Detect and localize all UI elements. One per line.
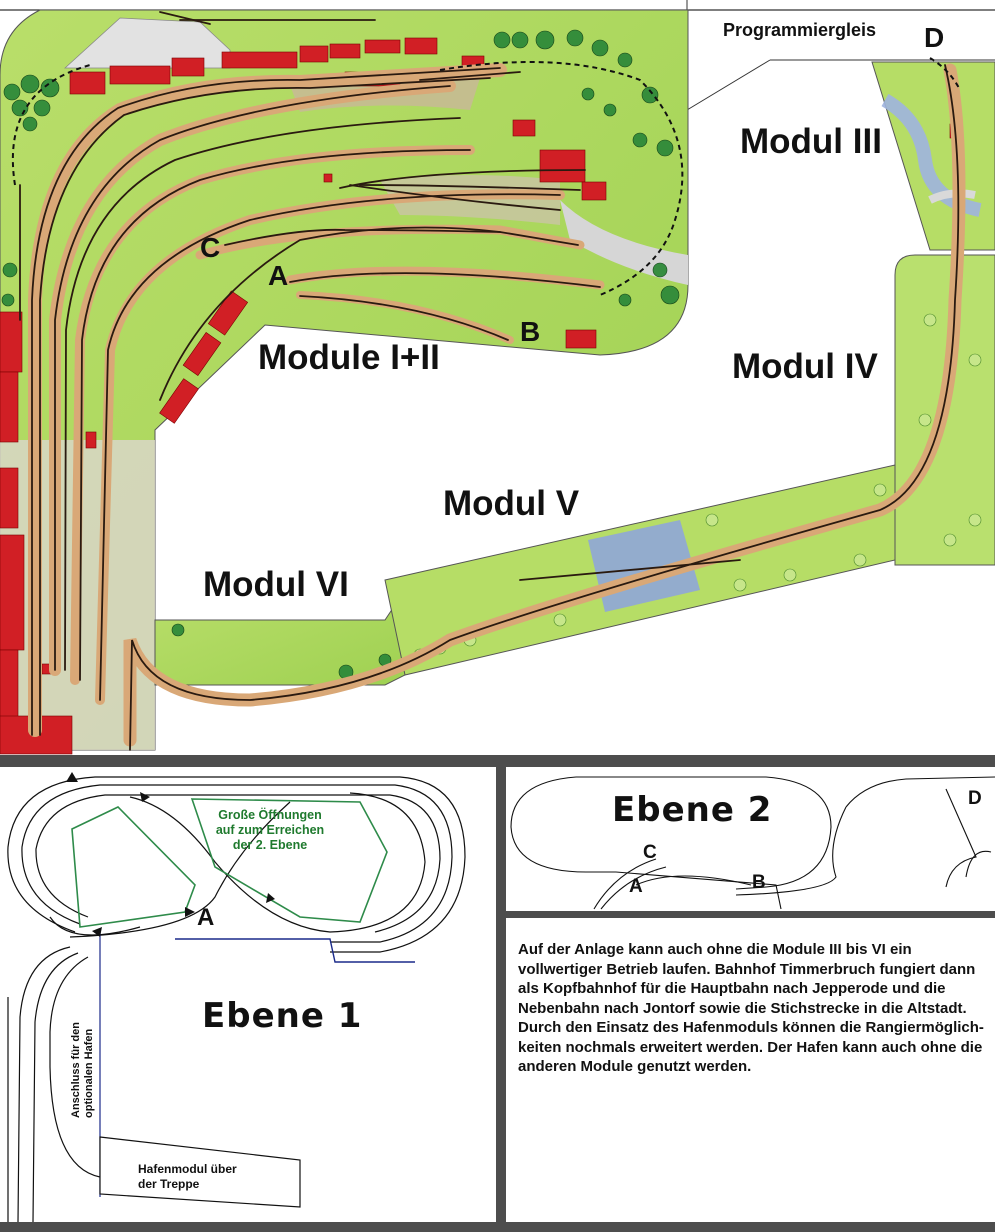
level-1-point-a: A <box>197 904 215 931</box>
level-2-point-b: B <box>752 872 766 893</box>
bottom-divider <box>0 1222 995 1232</box>
harbor-module-note: Hafenmodul über der Treppe <box>138 1162 237 1191</box>
module-3-label: Modul III <box>740 122 882 161</box>
level-2-point-a: A <box>629 876 643 897</box>
level-2-title: Ebene 2 <box>612 790 773 830</box>
horizontal-divider <box>0 755 995 767</box>
level-2-point-c: C <box>643 842 657 863</box>
module-12-label: Module I+II <box>258 338 440 377</box>
vertical-divider <box>496 767 506 1232</box>
level-2-schematic <box>510 776 995 910</box>
right-horizontal-divider <box>506 911 995 918</box>
module-4-label: Modul IV <box>732 347 878 386</box>
track-plan-illustration <box>0 0 995 755</box>
module-3-base <box>871 61 995 251</box>
module-6-label: Modul VI <box>203 565 349 604</box>
description-text: Auf der Anlage kann auch ohne die Module… <box>518 941 984 1075</box>
level-1-title: Ebene 1 <box>202 996 363 1036</box>
point-a-label: A <box>268 260 289 291</box>
point-b-label: B <box>520 316 541 347</box>
point-c-label: C <box>200 232 221 263</box>
point-d-label: D <box>924 22 945 53</box>
openings-note: Große Öffnungen auf zum Erreichen der 2.… <box>215 808 325 852</box>
level-2-point-d: D <box>968 788 982 809</box>
module-5-label: Modul V <box>443 484 580 523</box>
harbor-connection-note: Anschluss für den optionalen Hafen <box>70 1022 95 1118</box>
level-1-schematic <box>7 772 466 1222</box>
programming-track-label: Programmiergleis <box>723 20 877 40</box>
